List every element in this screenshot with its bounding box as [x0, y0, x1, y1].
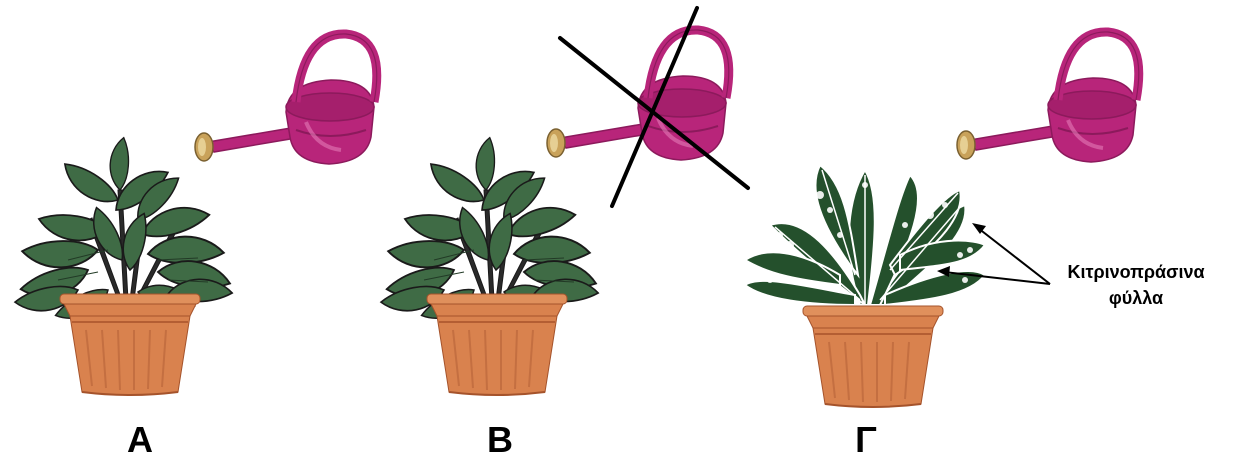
variegated-plant-icon [745, 165, 985, 305]
pot-icon [803, 306, 943, 407]
watering-can-icon [957, 32, 1139, 162]
pot-icon [60, 294, 200, 395]
panel-label-a: Α [127, 419, 153, 454]
watering-can-icon [195, 34, 377, 164]
annotation-line-1: Κιτρινοπράσινα [1067, 262, 1204, 282]
panel-label-b: Β [487, 419, 513, 454]
panel-label-c: Γ [855, 419, 877, 454]
panel-b: Β [380, 8, 748, 454]
pot-icon [427, 294, 567, 395]
panel-a: Α [14, 34, 377, 454]
annotation-line-2: φύλλα [1109, 288, 1163, 308]
panel-c: Γ Κιτρινοπράσινα φύλλα [745, 32, 1205, 454]
